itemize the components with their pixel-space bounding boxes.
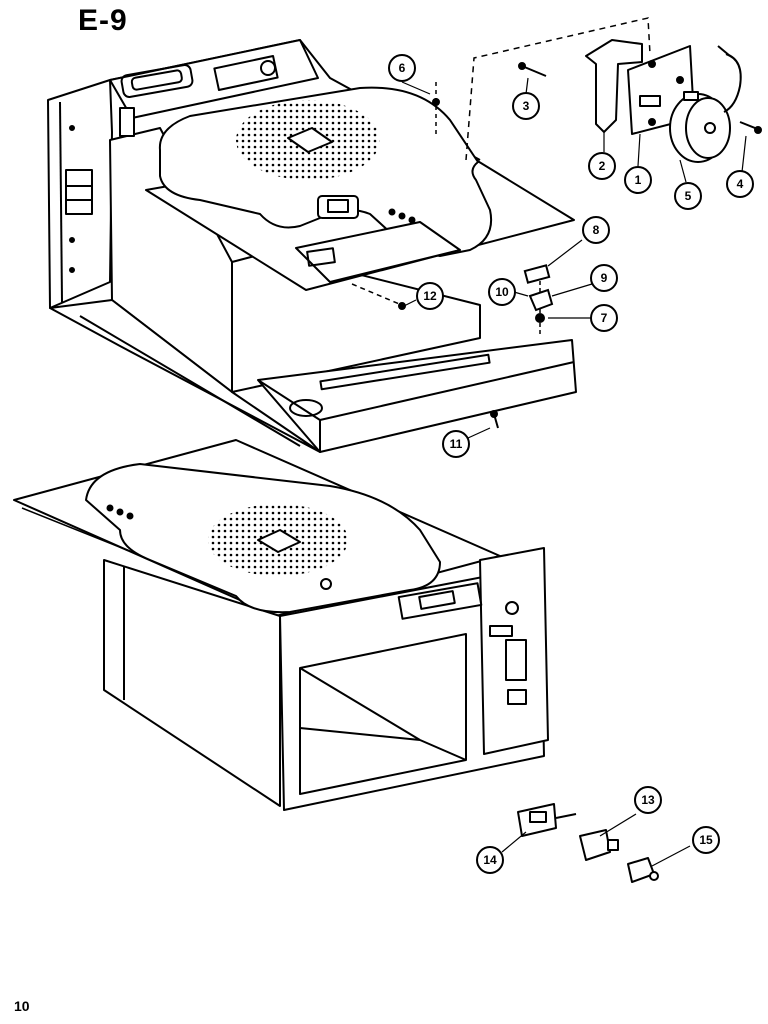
svg-text:7: 7	[601, 311, 608, 325]
callout-2: 2	[588, 152, 616, 180]
svg-text:11: 11	[450, 437, 463, 451]
callout-14: 14	[476, 846, 504, 874]
callout-7: 7	[590, 304, 618, 332]
page-number: 10	[14, 998, 30, 1014]
switch-group	[517, 803, 659, 883]
callout-1: 1	[624, 166, 652, 194]
callout-12: 12	[416, 282, 444, 310]
svg-text:10: 10	[495, 285, 509, 299]
diagram-title: E-9	[78, 4, 128, 37]
callout-11: 11	[442, 430, 470, 458]
callout-13: 13	[634, 786, 662, 814]
svg-text:4: 4	[737, 177, 744, 191]
callout-4: 4	[726, 170, 754, 198]
callout-6: 6	[388, 54, 416, 82]
callout-8: 8	[582, 216, 610, 244]
svg-text:2: 2	[599, 159, 606, 173]
svg-text:8: 8	[593, 223, 600, 237]
svg-text:5: 5	[685, 189, 692, 203]
svg-text:6: 6	[399, 61, 406, 75]
callout-3: 3	[512, 92, 540, 120]
svg-text:1: 1	[635, 173, 642, 187]
callout-10: 10	[488, 278, 516, 306]
svg-text:14: 14	[483, 853, 497, 867]
outer-cabinet-assembly	[47, 39, 577, 453]
leader-lines	[401, 77, 747, 867]
svg-text:3: 3	[523, 99, 530, 113]
fan-motor-group	[432, 39, 762, 163]
svg-text:15: 15	[699, 833, 713, 847]
svg-text:9: 9	[601, 271, 608, 285]
callout-5: 5	[674, 182, 702, 210]
svg-text:12: 12	[423, 289, 437, 303]
small-hardware	[398, 264, 554, 429]
callout-markers: 1 2 3 4 5 6 7 8	[388, 54, 754, 874]
svg-text:13: 13	[641, 793, 655, 807]
callout-9: 9	[590, 264, 618, 292]
oven-cavity-assembly	[13, 439, 549, 811]
callout-15: 15	[692, 826, 720, 854]
